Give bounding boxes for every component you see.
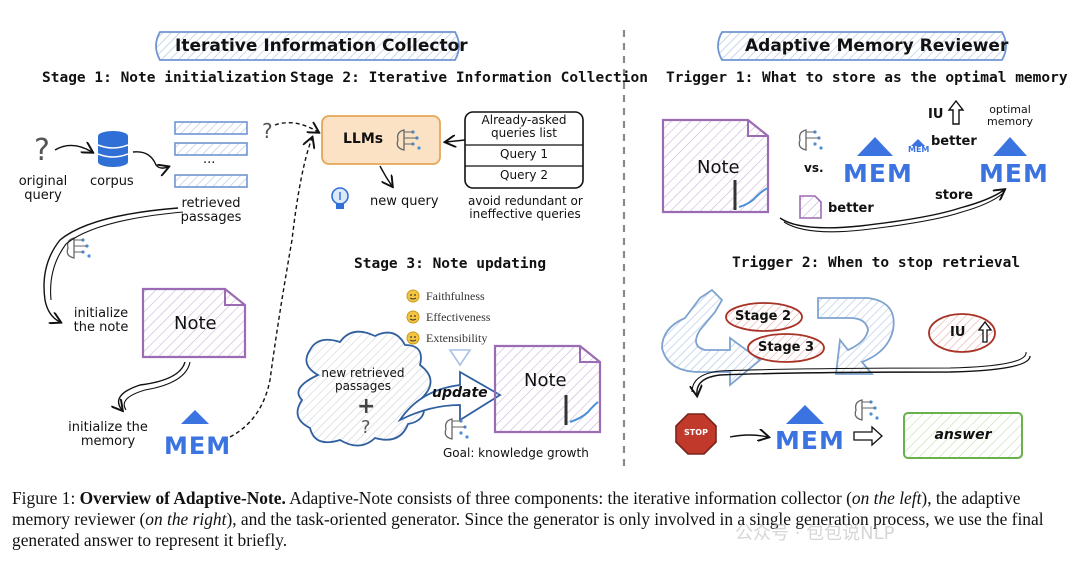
iu-ellipse: [928, 313, 996, 353]
brain-icon-llm: [396, 129, 421, 151]
right-title-banner: [717, 31, 1007, 61]
caption-bold-title: Overview of Adaptive-Note.: [79, 488, 286, 508]
figure-canvas: ? ?: [18, 30, 1068, 470]
left-title-banner: [155, 31, 460, 61]
stage3-label: Stage 3: [758, 340, 815, 355]
smiley-icon-1: [406, 289, 420, 303]
new-query-label: new query: [370, 194, 439, 209]
criterion-effectiveness: Effectiveness: [426, 310, 491, 324]
mem-label-right-b: MEM: [979, 159, 1049, 188]
stop-label: STOP: [684, 428, 708, 437]
mem-logo-left: [181, 410, 209, 424]
trigger2-heading: Trigger 2: When to stop retrieval: [732, 255, 1021, 271]
update-arrow: [397, 370, 502, 423]
caption-text-1: Adaptive-Note consists of three componen…: [285, 488, 852, 508]
mem-logo-small: [911, 139, 925, 146]
stage3-ellipse: [747, 333, 825, 363]
note-doc: [141, 287, 247, 359]
passage-stack-icon: [174, 121, 248, 188]
svg-text:?: ?: [34, 133, 50, 168]
note-right-label: Note: [697, 157, 740, 178]
mem-label-left: MEM: [164, 432, 232, 460]
note-label: Note: [174, 313, 217, 334]
corpus-label: corpus: [90, 174, 134, 189]
trigger1-heading: Trigger 1: What to store as the optimal …: [666, 70, 1068, 86]
svg-text:?: ?: [262, 119, 273, 143]
note-doc-updated: [493, 344, 602, 434]
funnel-icon: [448, 349, 472, 367]
vs-label: vs.: [804, 161, 824, 175]
iu-label: IU: [928, 107, 944, 122]
query2-label: Query 2: [500, 168, 548, 182]
mem-logo-stop: [786, 405, 824, 424]
left-section-title: Iterative Information Collector: [175, 36, 468, 56]
brain-icon: [66, 237, 91, 259]
plus-label: +: [357, 394, 376, 419]
better-label-1: better: [931, 134, 977, 149]
smiley-icon-3: [406, 331, 420, 345]
implies-arrow-icon: [853, 425, 883, 447]
answer-box: [903, 412, 1023, 459]
iu-trigger-label: IU: [950, 325, 966, 340]
llms-label: LLMs: [343, 131, 384, 147]
stage2-heading: Stage 2: Iterative Information Collectio…: [290, 70, 648, 86]
caption-text-3: ), and the task-oriented generator. Sinc…: [12, 509, 1044, 550]
mem-label-small: MEM: [908, 145, 930, 154]
up-arrow-icon: [947, 99, 965, 125]
stage2-ellipse: [725, 302, 803, 332]
smiley-icon-2: [406, 310, 420, 324]
watermark: 公众号 · 包包说NLP: [735, 523, 895, 544]
criterion-faithfulness: Faithfulness: [426, 289, 485, 303]
queries-list-box: [464, 111, 584, 189]
lightbulb-icon: [331, 187, 349, 209]
question-icon: ?: [34, 133, 50, 168]
cycle-arrow-left: [661, 288, 762, 387]
caption-figure-number: Figure 1:: [12, 488, 80, 508]
mem-label-right-a: MEM: [843, 159, 913, 188]
right-section-title: Adaptive Memory Reviewer: [745, 36, 1009, 56]
ellipsis-label: ...: [203, 152, 216, 167]
criterion-extensibility: Extensibility: [426, 331, 488, 345]
mem-label-stop: MEM: [775, 426, 845, 455]
brain-icon-goal: [444, 418, 469, 440]
stage1-heading: Stage 1: Note initialization: [42, 70, 287, 86]
database-icon: [97, 131, 129, 167]
goal-label: Goal: knowledge growth: [443, 446, 589, 460]
llm-box: [321, 115, 441, 165]
cloud-question-label: ?: [361, 417, 371, 438]
stage2-label: Stage 2: [735, 309, 792, 324]
note-updated-label: Note: [524, 370, 567, 391]
cycle-arrow-right: [817, 297, 895, 375]
stop-sign-icon: [675, 413, 717, 455]
small-note-icon: [799, 195, 822, 219]
better-label-2: better: [828, 201, 874, 216]
figure-caption: Figure 1: Overview of Adaptive-Note. Ada…: [12, 488, 1070, 551]
caption-italic-2: on the right: [145, 509, 227, 529]
store-label: store: [935, 188, 974, 203]
brain-icon-answer: [854, 399, 879, 421]
caption-text-2: ), the adaptive memory reviewer (: [12, 488, 1021, 529]
answer-label: answer: [934, 427, 992, 443]
stage3-heading: Stage 3: Note updating: [354, 256, 547, 272]
caption-italic-1: on the left: [851, 488, 922, 508]
mem-logo-right-a: [857, 137, 893, 156]
query1-label: Query 1: [500, 147, 548, 161]
note-doc-right: [661, 118, 770, 214]
mem-logo-right-b: [993, 137, 1027, 156]
update-label: update: [432, 385, 488, 401]
brain-icon-vs: [798, 129, 823, 151]
